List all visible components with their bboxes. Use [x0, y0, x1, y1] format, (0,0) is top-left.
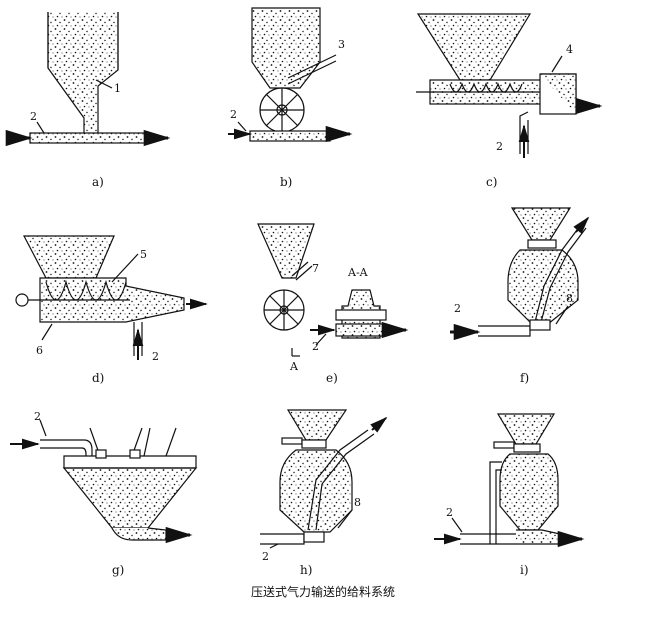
panel-i: 2 i) — [434, 413, 585, 577]
panel-label-g: g) — [112, 563, 124, 577]
part-label-3: 3 — [338, 38, 345, 51]
section-mark-a: A — [289, 360, 299, 373]
hopper-h — [286, 409, 348, 441]
panel-label-b: b) — [280, 175, 292, 189]
panel-e: 7 2 A A-A e) — [257, 223, 409, 385]
part-label-2g: 2 — [34, 410, 41, 423]
panel-h: 8 2 h) — [260, 409, 388, 577]
hopper-e — [257, 223, 315, 279]
panel-label-i: i) — [520, 563, 529, 577]
part-label-1: 1 — [114, 82, 121, 95]
part-label-7: 7 — [312, 262, 319, 275]
panel-d: 5 6 2 d) — [15, 235, 208, 385]
part-label-2f: 2 — [454, 302, 461, 315]
panel-label-a: a) — [92, 175, 104, 189]
vessel-h — [279, 449, 353, 533]
panel-f: 8 2 f) — [450, 207, 590, 385]
hopper-c — [416, 13, 532, 81]
part-label-6: 6 — [36, 344, 43, 357]
vessel-g — [62, 467, 198, 529]
panel-label-e: e) — [326, 371, 338, 385]
panel-label-d: d) — [92, 371, 104, 385]
part-label-2b: 2 — [230, 108, 237, 121]
part-label-2d: 2 — [152, 350, 159, 363]
panel-g: 2 g) — [10, 410, 198, 577]
panel-label-h: h) — [300, 563, 312, 577]
part-label-8: 8 — [566, 292, 573, 305]
pipe-a — [29, 132, 149, 144]
part-label-2e: 2 — [312, 340, 319, 353]
panel-b: 3 2 b) — [228, 7, 353, 189]
hopper-a — [47, 12, 119, 141]
hopper-d — [23, 235, 115, 279]
part-label-4: 4 — [566, 43, 573, 56]
panel-c: 4 2 c) — [416, 13, 603, 189]
hopper-f — [510, 207, 572, 241]
hopper-b — [251, 7, 321, 89]
panel-label-f: f) — [520, 371, 529, 385]
section-title-aa: A-A — [347, 266, 369, 279]
figure-caption: 压送式气力输送的给料系统 — [250, 585, 395, 599]
part-label-5: 5 — [140, 248, 147, 261]
part-label-8h: 8 — [354, 496, 361, 509]
part-label-2c: 2 — [496, 140, 503, 153]
part-label-2i: 2 — [446, 506, 453, 519]
part-label-2h: 2 — [262, 550, 269, 563]
hopper-i — [496, 413, 556, 445]
panel-a: 1 2 a) — [5, 12, 171, 189]
vessel-i — [499, 453, 559, 531]
pipe-b — [249, 130, 331, 142]
part-label-2: 2 — [30, 110, 37, 123]
panel-label-c: c) — [486, 175, 497, 189]
